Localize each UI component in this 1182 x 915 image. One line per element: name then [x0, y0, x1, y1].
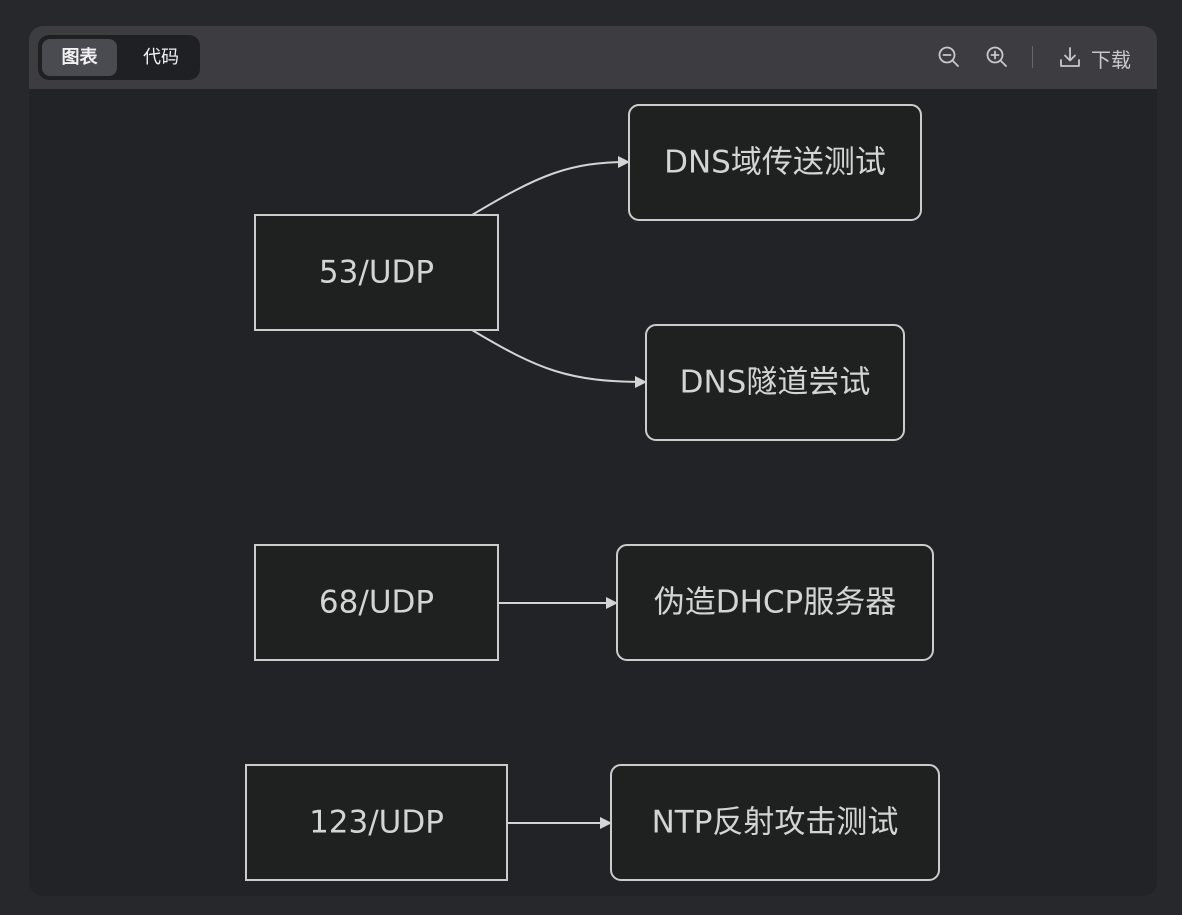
flowchart: 53/UDP DNS域传送测试 DNS隧道尝试 68/UDP 伪造DHCP服务器 123/…	[245, 104, 940, 881]
zoom-out-icon[interactable]	[936, 44, 962, 70]
node-dhcp[interactable]: 伪造DHCP服务器	[616, 544, 934, 661]
node-label: 伪造DHCP服务器	[654, 585, 897, 621]
node-label: 123/UDP	[309, 805, 444, 841]
download-icon	[1060, 47, 1080, 67]
diagram-canvas: 53/UDP DNS域传送测试 DNS隧道尝试 68/UDP 伪造DHCP服务器 123/…	[29, 89, 1157, 896]
node-label: DNS域传送测试	[664, 145, 886, 181]
tab-code[interactable]: 代码	[143, 47, 179, 68]
node-label: 53/UDP	[319, 255, 434, 291]
node-n53[interactable]: 53/UDP	[254, 214, 499, 331]
node-box	[628, 104, 922, 221]
node-box	[610, 764, 940, 881]
download-label: 下载	[1091, 48, 1131, 72]
node-box	[254, 544, 499, 661]
node-box	[616, 544, 934, 661]
node-box	[254, 214, 499, 331]
view-toggle: 图表 代码	[38, 35, 200, 80]
node-ntp[interactable]: NTP反射攻击测试	[610, 764, 940, 881]
node-label: 68/UDP	[319, 585, 434, 621]
node-dnstun[interactable]: DNS隧道尝试	[645, 324, 905, 441]
node-box	[645, 324, 905, 441]
node-n123[interactable]: 123/UDP	[245, 764, 508, 881]
toolbar-divider	[1032, 46, 1033, 68]
node-label: DNS隧道尝试	[680, 365, 871, 401]
node-label: NTP反射攻击测试	[652, 805, 899, 841]
edge-n53-to-dnstun	[471, 329, 647, 388]
diagram-viewer-panel: 图表 代码 下载	[29, 26, 1157, 896]
edge-n53-to-dnsxfer	[471, 156, 630, 216]
node-n68[interactable]: 68/UDP	[254, 544, 499, 661]
toolbar: 图表 代码 下载	[29, 26, 1157, 89]
node-dnsxfer[interactable]: DNS域传送测试	[628, 104, 922, 221]
zoom-in-icon[interactable]	[984, 44, 1010, 70]
node-box	[245, 764, 508, 881]
tab-diagram[interactable]: 图表	[42, 39, 117, 76]
